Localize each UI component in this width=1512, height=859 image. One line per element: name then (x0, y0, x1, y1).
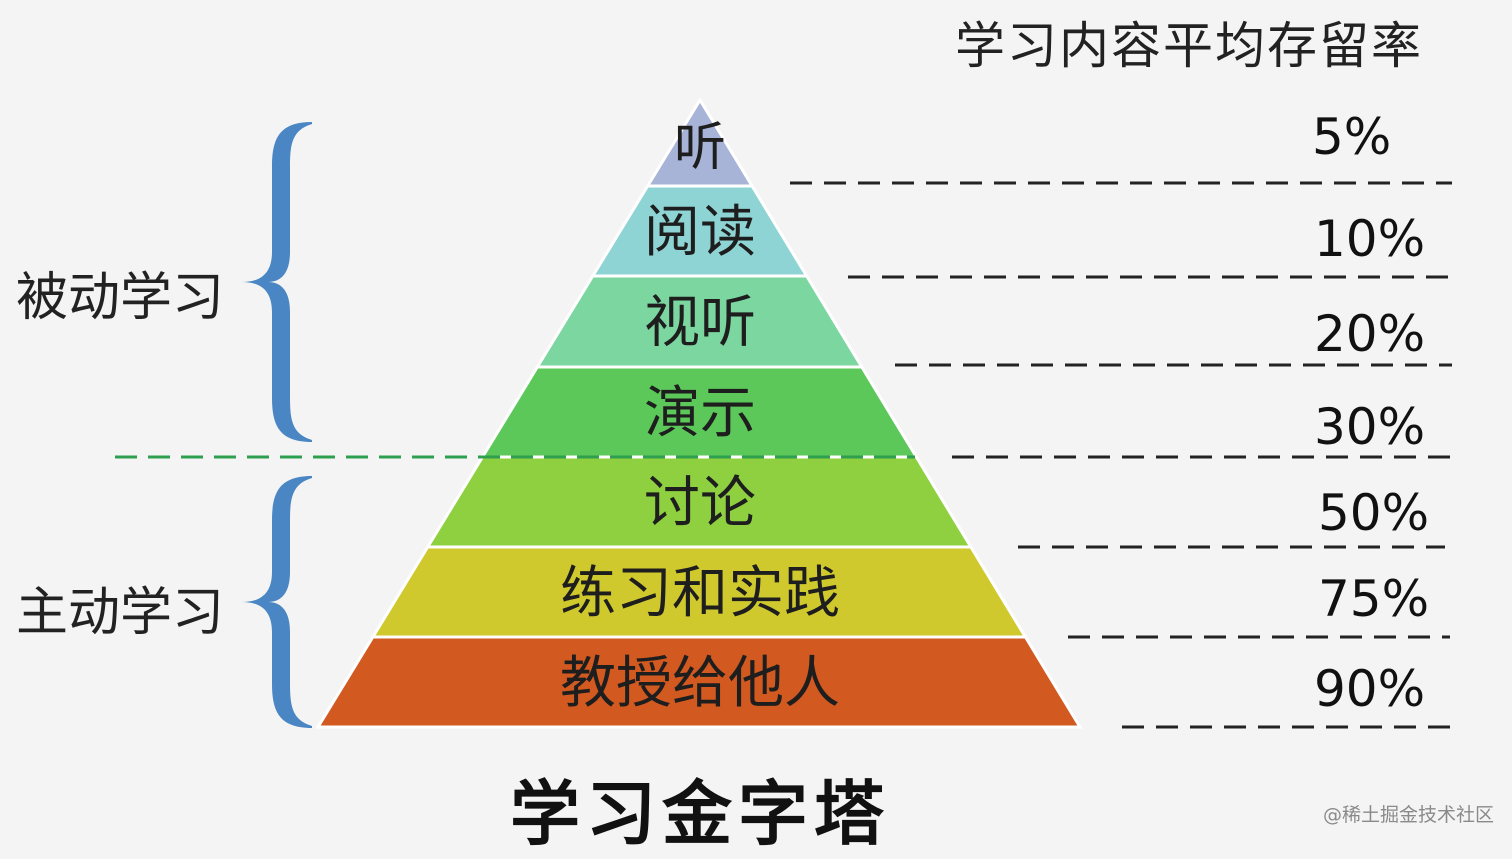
pyramid-tier-label-2: 视听 (644, 291, 756, 356)
pyramid-tier-6 (315, 635, 1083, 729)
passive-learning-label: 被动学习 (16, 268, 225, 328)
retention-header: 学习内容平均存留率 (955, 17, 1423, 75)
pyramid-tier-label-1: 阅读 (644, 200, 756, 265)
watermark: @稀土掘金技术社区 (1322, 804, 1494, 826)
retention-value-0: 5% (1312, 108, 1392, 166)
retention-value-2: 20% (1314, 305, 1426, 363)
active-learning-label: 主动学习 (16, 583, 225, 643)
retention-value-1: 10% (1314, 210, 1426, 268)
retention-value-6: 90% (1314, 660, 1426, 718)
retention-value-4: 50% (1318, 484, 1430, 542)
retention-value-3: 30% (1314, 398, 1426, 456)
active-brace-icon (242, 476, 312, 728)
pyramid-tier-label-0: 听 (674, 118, 726, 178)
pyramid-tier-label-3: 演示 (644, 381, 756, 446)
diagram-title: 学习金字塔 (510, 773, 890, 855)
retention-value-5: 75% (1318, 570, 1430, 628)
pyramid-tier-label-4: 讨论 (644, 471, 756, 536)
passive-brace-icon (242, 122, 312, 442)
pyramid-tier-label-6: 教授给他人 (560, 651, 840, 716)
pyramid-tier-label-5: 练习和实践 (560, 561, 840, 626)
